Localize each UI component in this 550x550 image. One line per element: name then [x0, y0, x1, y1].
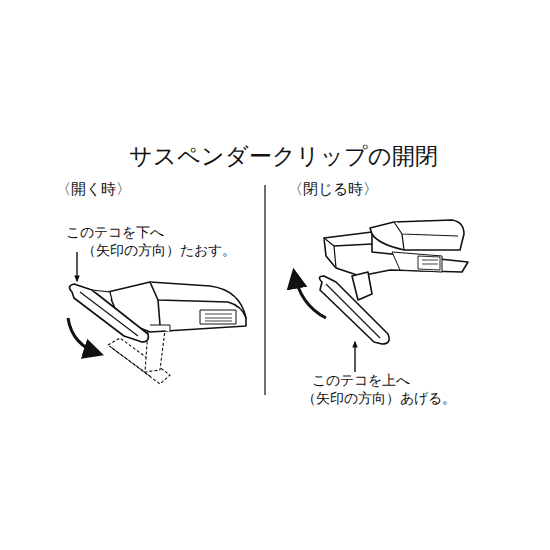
pointer-arrow [76, 252, 77, 281]
instruction-note: （矢印の方向）あげる。 [302, 390, 456, 407]
diagram-title: サスペンダークリップの開閉 [129, 143, 438, 171]
instruction-note: （矢印の方向）たおす。 [82, 242, 236, 259]
motion-arrow [68, 318, 100, 354]
section-heading: 〈閉じる時〉 [288, 180, 378, 198]
instruction-note: このテコを上へ [312, 372, 410, 389]
pointer-arrow [354, 342, 355, 372]
divider-line [264, 185, 265, 395]
motion-arrow [294, 272, 326, 318]
instruction-note: このテコを下へ [66, 224, 164, 241]
section-heading: 〈開く時〉 [56, 180, 131, 198]
closed-clip [319, 220, 468, 344]
open-clip [69, 282, 246, 384]
